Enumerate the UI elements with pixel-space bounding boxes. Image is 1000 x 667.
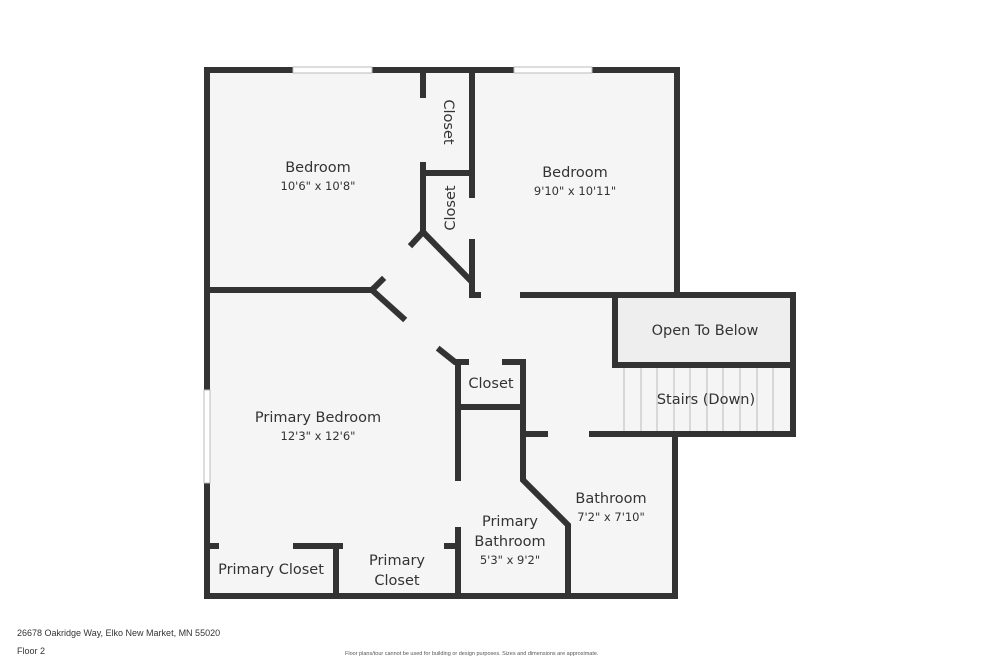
open-to-below-area xyxy=(615,295,793,365)
room-dimensions: 12'3" x 12'6" xyxy=(281,429,356,443)
room-label: Closet xyxy=(468,376,513,392)
floor-area xyxy=(207,70,793,596)
windows xyxy=(203,66,593,484)
room-dimensions: 9'10" x 10'11" xyxy=(534,184,616,198)
floor-label: Floor 2 xyxy=(17,646,46,656)
room-label: Open To Below xyxy=(652,323,759,339)
room-label: Bathroom xyxy=(575,491,646,507)
stair-treads xyxy=(623,368,774,431)
room-dimensions: 10'6" x 10'8" xyxy=(281,179,356,193)
room-label: Bedroom xyxy=(542,165,608,181)
address: 26678 Oakridge Way, Elko New Market, MN … xyxy=(17,628,221,638)
room-dimensions: 5'3" x 9'2" xyxy=(480,553,540,567)
room-label: Closet xyxy=(440,99,456,144)
room-label: Stairs (Down) xyxy=(657,392,755,408)
room-label: Bedroom xyxy=(285,160,351,176)
walls xyxy=(204,67,796,599)
room-label: Closet xyxy=(443,185,459,230)
room-dimensions: 7'2" x 7'10" xyxy=(577,510,645,524)
room-label: Primary Closet xyxy=(218,562,324,578)
room-label: Primary Bedroom xyxy=(255,410,381,426)
disclaimer: Floor plans/tour cannot be used for buil… xyxy=(345,651,599,657)
